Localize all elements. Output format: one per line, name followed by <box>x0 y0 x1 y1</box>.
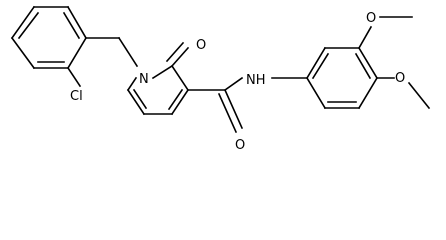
aromatic-double-bond <box>132 88 148 110</box>
ch2-n-bond <box>117 36 139 68</box>
methoxy-oxygen-top-label: O <box>366 11 376 26</box>
bond <box>66 5 88 40</box>
ring-nitrogen-label: N <box>139 72 149 87</box>
ring-oxygen-label: O <box>196 38 206 53</box>
bond <box>151 64 174 80</box>
aromatic-double-bond <box>354 52 372 80</box>
bond <box>170 88 190 116</box>
bond <box>10 36 36 70</box>
methoxy-oxygen-bottom-label: O <box>395 71 405 86</box>
chlorine-label: Cl <box>70 89 83 104</box>
amide-carbonyl-bond <box>223 88 244 130</box>
o-methyl-bond-bottom <box>407 81 431 110</box>
carbonyl-double-bond <box>165 41 185 63</box>
aromatic-double-bond <box>167 88 184 111</box>
molecule-svg: Cl N O O NH <box>10 5 431 153</box>
amide-nitrogen-label: NH <box>246 73 266 88</box>
amide-oxygen-label: O <box>235 138 245 153</box>
ring-o-bond-top <box>357 25 373 50</box>
bond <box>357 76 379 110</box>
amide-c-n-bond <box>223 76 244 92</box>
bond <box>126 88 146 116</box>
carbonyl-bond <box>170 46 190 68</box>
amide-carbonyl-double-bond <box>217 92 238 134</box>
chlorobenzyl-ring <box>10 5 88 70</box>
bond <box>170 64 190 92</box>
bond <box>357 46 379 80</box>
bond <box>305 76 327 110</box>
aromatic-double-bond <box>62 11 81 40</box>
c-cl-bond <box>66 66 82 88</box>
bond <box>66 36 88 70</box>
bond <box>126 76 138 92</box>
aromatic-double-bond <box>311 52 330 80</box>
bond <box>305 46 327 80</box>
dimethoxyphenyl-ring <box>305 46 379 110</box>
bond <box>10 5 36 40</box>
pyridone-ring <box>126 64 190 116</box>
aromatic-double-bond <box>17 11 40 40</box>
structure-diagram: Cl N O O NH <box>10 5 431 153</box>
